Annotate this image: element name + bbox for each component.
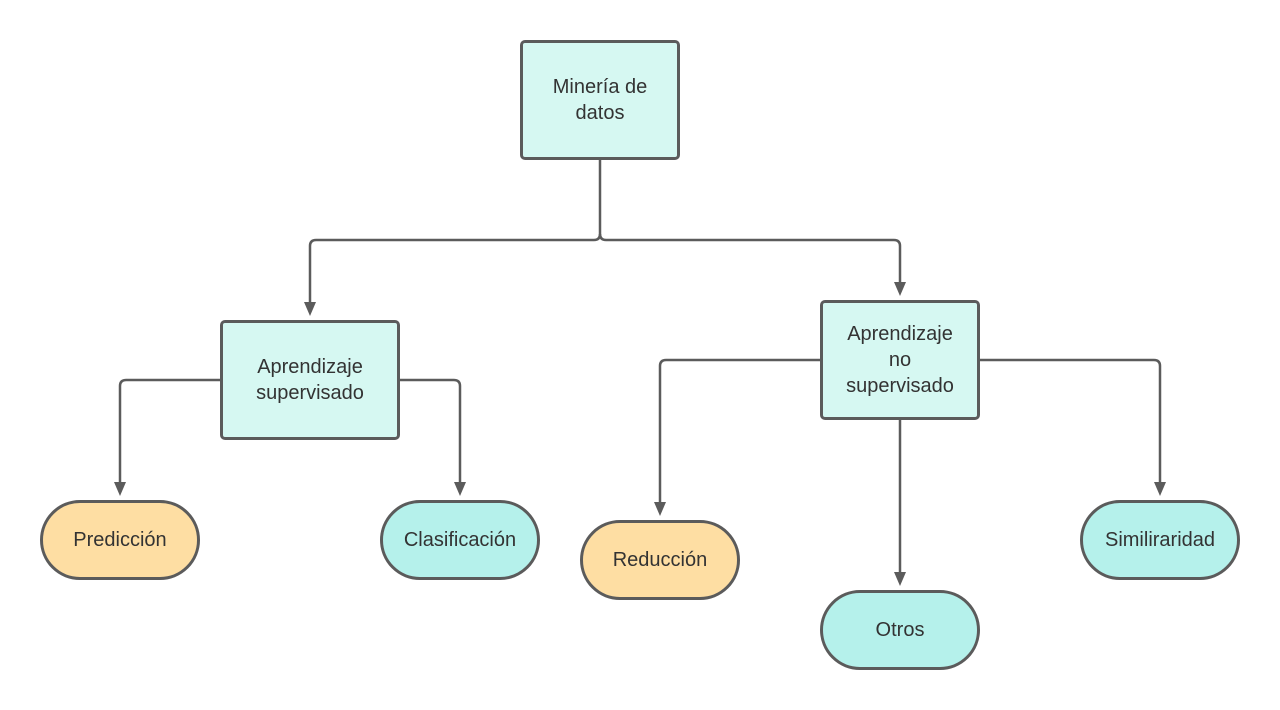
node-reduccion-label: Reducción [612, 549, 708, 571]
node-otros: Otros [820, 590, 980, 670]
edge-unsupervised-similaridad [980, 358, 1162, 482]
arrowhead-similaridad [1154, 482, 1166, 496]
arrowhead-reduccion [654, 502, 666, 516]
edge-root-supervised [308, 160, 602, 302]
node-mineria-label-2: datos [575, 102, 625, 124]
node-otros-label: Otros [875, 619, 925, 641]
arrowhead-clasificacion [454, 482, 466, 496]
node-aprendizaje-no-supervisado: Aprendizaje no supervisado [820, 300, 980, 420]
node-supervisado-label-2: supervisado [256, 382, 364, 404]
node-supervisado-label-1: Aprendizaje [257, 356, 363, 378]
arrowhead-otros [894, 572, 906, 586]
node-no-supervisado-label-1: Aprendizaje [847, 323, 953, 345]
node-no-supervisado-label-3: supervisado [846, 375, 954, 397]
edge-unsupervised-reduccion [658, 358, 820, 502]
node-similaridad: Similiraridad [1080, 500, 1240, 580]
arrowhead-unsupervised [894, 282, 906, 296]
node-aprendizaje-supervisado: Aprendizaje supervisado [220, 320, 400, 440]
node-mineria-label-1: Minería de [552, 76, 648, 98]
edge-supervised-prediccion [118, 378, 220, 482]
node-prediccion-label: Predicción [73, 529, 167, 551]
node-similaridad-label: Similiraridad [1104, 529, 1216, 551]
arrowhead-prediccion [114, 482, 126, 496]
arrowhead-supervised [304, 302, 316, 316]
node-clasificacion-label: Clasificación [403, 529, 517, 551]
node-clasificacion: Clasificación [380, 500, 540, 580]
edge-supervised-clasificacion [400, 378, 462, 482]
node-mineria-de-datos: Minería de datos [520, 40, 680, 160]
edge-root-unsupervised [598, 233, 902, 282]
node-reduccion: Reducción [580, 520, 740, 600]
node-no-supervisado-label-2: no [888, 349, 912, 371]
node-prediccion: Predicción [40, 500, 200, 580]
